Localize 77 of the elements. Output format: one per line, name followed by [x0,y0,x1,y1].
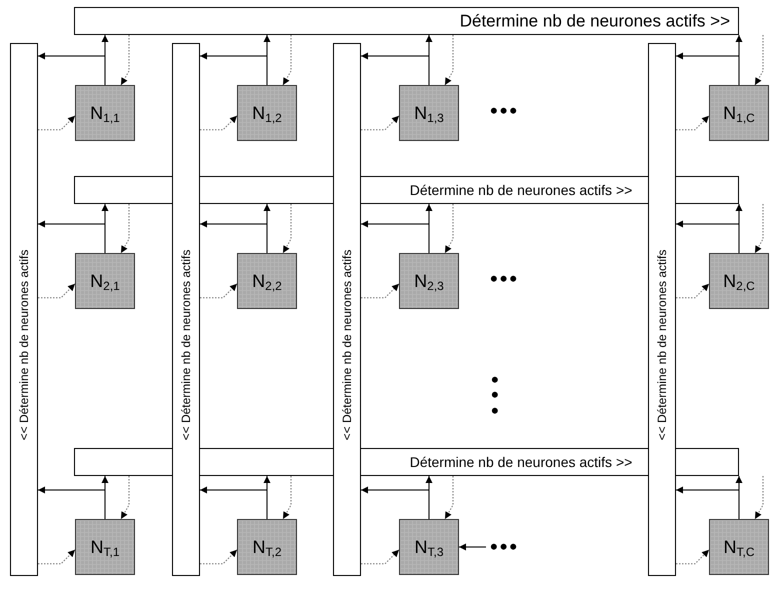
arrow [38,52,106,86]
dotted-arrow [200,283,238,298]
dotted-arrow [676,115,710,130]
neuron-box [75,253,135,309]
neuron-label: N$_{2,1}$ [90,272,120,290]
neuron-label: N$_{T,C}$ [724,538,754,556]
neuron-box [709,253,769,309]
bar-label: << Détermine nb de neurones actifs [341,250,353,440]
dotted-arrow [444,34,454,86]
dotted-arrow [754,34,764,86]
arrow [360,220,430,254]
neuron-label: N$_{T,3}$ [414,538,444,556]
dotted-arrow [282,34,292,86]
bar-label: Détermine nb de neurones actifs >> [460,12,730,30]
arrow [38,220,106,254]
dotted-arrow [676,283,710,298]
dotted-arrow [120,476,130,520]
dotted-arrow [444,476,454,520]
bar-label: << Détermine nb de neurones actifs [180,250,192,440]
arrow [360,52,430,86]
neuron-box [75,519,135,575]
process-bar [648,43,676,576]
neuron-box [237,519,297,575]
arrow [38,486,106,520]
dotted-arrow [282,204,292,254]
dotted-arrow [38,115,76,130]
dotted-arrow [120,204,130,254]
neuron-box [237,85,297,141]
arrow [676,52,740,86]
neuron-label: N$_{1,3}$ [414,104,444,122]
neuron-box [399,253,459,309]
process-bar [172,43,200,576]
dotted-arrow [282,476,292,520]
dotted-arrow [360,115,400,130]
dotted-arrow [38,283,76,298]
arrow [200,486,268,520]
dotted-arrow [444,204,454,254]
dotted-arrow [754,476,764,520]
ellipsis: ••• [490,100,520,122]
neuron-box [399,85,459,141]
neuron-label: N$_{T,1}$ [90,538,120,556]
neuron-label: N$_{2,2}$ [252,272,282,290]
neuron-box [237,253,297,309]
arrow [200,52,268,86]
neuron-label: N$_{2,3}$ [414,272,444,290]
neuron-box [709,85,769,141]
neuron-label: N$_{1,1}$ [90,104,120,122]
dotted-arrow [200,115,238,130]
ellipsis: ••• [490,268,520,290]
neuron-label: N$_{2,C}$ [723,272,755,290]
arrow [676,486,740,520]
dotted-arrow [120,34,130,86]
bar-label: Détermine nb de neurones actifs >> [410,183,632,197]
arrow [360,486,430,520]
dotted-arrow [200,549,238,564]
dotted-arrow [754,204,764,254]
arrow [200,220,268,254]
process-bar [74,7,739,35]
dotted-arrow [676,549,710,564]
dotted-arrow [360,549,400,564]
process-bar [333,43,361,576]
neuron-box [709,519,769,575]
dotted-arrow [38,549,76,564]
arrow [676,220,740,254]
bar-label: << Détermine nb de neurones actifs [656,250,668,440]
neuron-label: N$_{1,2}$ [252,104,282,122]
neuron-box [399,519,459,575]
neuron-label: N$_{T,2}$ [252,538,282,556]
bar-label: << Détermine nb de neurones actifs [18,250,30,440]
arrow [458,544,486,550]
process-bar [10,43,38,576]
ellipsis: ••• [491,372,500,418]
bar-label: Détermine nb de neurones actifs >> [410,455,632,469]
ellipsis: ••• [490,536,520,558]
neuron-label: N$_{1,C}$ [723,104,755,122]
dotted-arrow [360,283,400,298]
neuron-box [75,85,135,141]
